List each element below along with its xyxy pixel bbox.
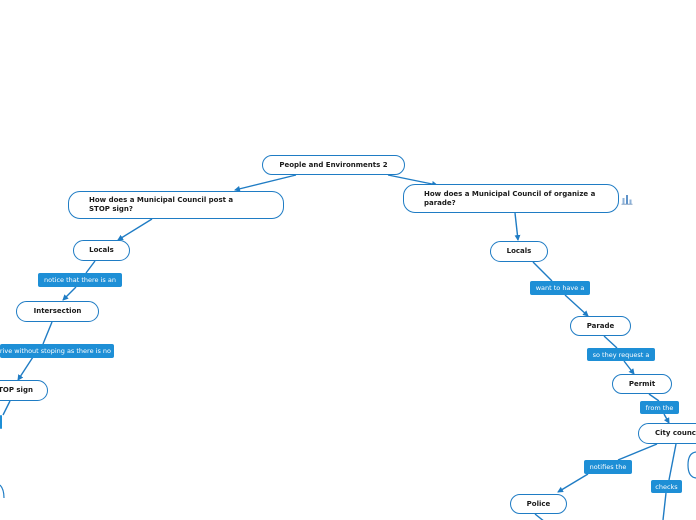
label-request[interactable]: so they request a (587, 348, 655, 361)
edge-left-label-intersection (62, 286, 77, 301)
edge-checks-down (662, 492, 667, 520)
edge-council-checks (668, 443, 677, 481)
label-drive-text: people drive without stoping as there is… (0, 347, 111, 355)
edge-left-stop-down (2, 400, 11, 416)
edge-right-label-council (663, 413, 670, 424)
left-locals-node[interactable]: Locals (73, 240, 130, 261)
right-question-node[interactable]: How does a Municipal Council of organize… (403, 184, 619, 213)
intersection-label: Intersection (33, 307, 82, 316)
edge-right-label-permit (623, 360, 635, 375)
label-notifies-text: notifies the (589, 463, 627, 471)
edge-left-q-locals (117, 218, 153, 241)
police-node[interactable]: Police (510, 494, 567, 514)
edge-notifies-police (557, 473, 589, 493)
edge-right-locals-label (532, 261, 553, 282)
city-council-label: City council (655, 429, 696, 438)
police-label: Police (526, 499, 551, 508)
edge-root-right (387, 174, 438, 187)
city-council-node[interactable]: City council (638, 423, 696, 444)
edge-council-notifies (617, 443, 658, 461)
label-drive[interactable]: people drive without stoping as there is… (0, 344, 114, 358)
label-notifies[interactable]: notifies the (584, 460, 632, 474)
left-question-node[interactable]: How does a Municipal Council post a STOP… (68, 191, 284, 219)
label-want-text: want to have a (535, 284, 585, 292)
right-locals-node[interactable]: Locals (490, 241, 548, 262)
permit-node[interactable]: Permit (612, 374, 672, 394)
edge-right-label-parade (564, 294, 589, 317)
edge-left-locals-label (85, 260, 96, 274)
label-checks-text: checks (655, 482, 678, 491)
parade-node[interactable]: Parade (570, 316, 631, 336)
permit-label: Permit (628, 379, 656, 388)
label-request-text: so they request a (592, 350, 650, 359)
stop-sign-node[interactable]: STOP sign (0, 380, 48, 401)
label-stop-partial[interactable] (0, 415, 2, 429)
label-notice[interactable]: notice that there is an (38, 273, 122, 287)
right-question-label: How does a Municipal Council of organize… (424, 189, 596, 207)
partial-node-bottom-left (0, 484, 5, 499)
stop-sign-label: STOP sign (0, 386, 33, 395)
label-want[interactable]: want to have a (530, 281, 590, 295)
partial-node-right (687, 451, 696, 479)
edge-left-label-stop (17, 356, 34, 381)
edge-right-permit-label (648, 393, 660, 402)
edge-right-parade-label (603, 335, 618, 349)
edge-right-q-locals (514, 212, 521, 241)
root-node[interactable]: People and Environments 2 (262, 155, 405, 175)
label-notice-text: notice that there is an (44, 276, 116, 284)
left-locals-label: Locals (89, 246, 114, 255)
parade-label: Parade (586, 321, 615, 330)
root-label: People and Environments 2 (279, 160, 388, 169)
right-locals-label: Locals (506, 247, 532, 256)
intersection-node[interactable]: Intersection (16, 301, 99, 322)
chart-icon (621, 195, 633, 205)
left-question-label: How does a Municipal Council post a STOP… (89, 196, 234, 213)
label-from-text: from the (645, 403, 674, 412)
edge-left-intersection-label (42, 321, 53, 345)
label-from[interactable]: from the (640, 401, 679, 414)
label-checks[interactable]: checks (651, 480, 682, 493)
edge-police-down (534, 513, 544, 520)
edge-root-left (234, 174, 297, 192)
